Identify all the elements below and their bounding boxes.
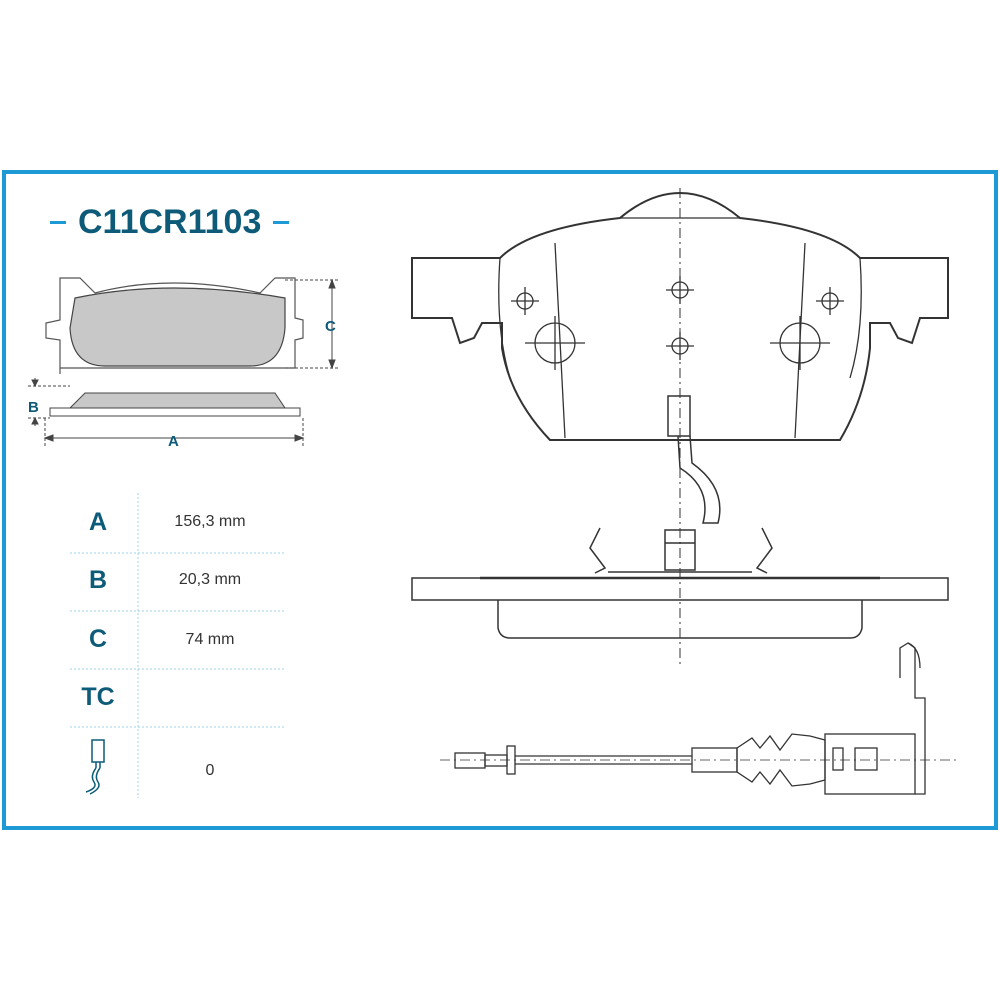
spec-key-b: B [88, 566, 108, 594]
spec-key-a: A [88, 508, 108, 536]
title-dash-right [273, 220, 290, 224]
pad-side-section [411, 527, 949, 639]
wear-sensor-cable [440, 642, 960, 795]
pad-side-view [28, 378, 305, 448]
title-dash-left [50, 220, 66, 224]
dimension-a-letter: A [168, 433, 179, 450]
spec-value-a: 156,3 mm [174, 513, 246, 530]
brake-pad-technical-drawing [411, 188, 960, 795]
dimension-c-marker [285, 278, 338, 370]
spec-value-sensor: 0 [205, 762, 215, 779]
spec-table-grid [70, 493, 285, 798]
product-card: C11CR1103 C [0, 168, 1000, 832]
spec-key-c: C [88, 625, 108, 653]
spec-key-tc: TC [81, 683, 115, 711]
pad-front-view [45, 277, 304, 374]
mounting-holes [511, 276, 844, 370]
spec-value-b: 20,3 mm [178, 571, 242, 588]
card-frame [2, 170, 998, 830]
spec-value-c: 74 mm [185, 631, 235, 648]
wear-sensor-icon [85, 739, 105, 795]
part-number: C11CR1103 [78, 202, 262, 241]
dimension-b-letter: B [28, 399, 39, 416]
part-number-title: C11CR1103 [38, 202, 301, 242]
sensor-lead-top [667, 395, 721, 524]
dimension-c-letter: C [325, 318, 336, 335]
pad-dimension-diagram: C B A [28, 277, 338, 450]
